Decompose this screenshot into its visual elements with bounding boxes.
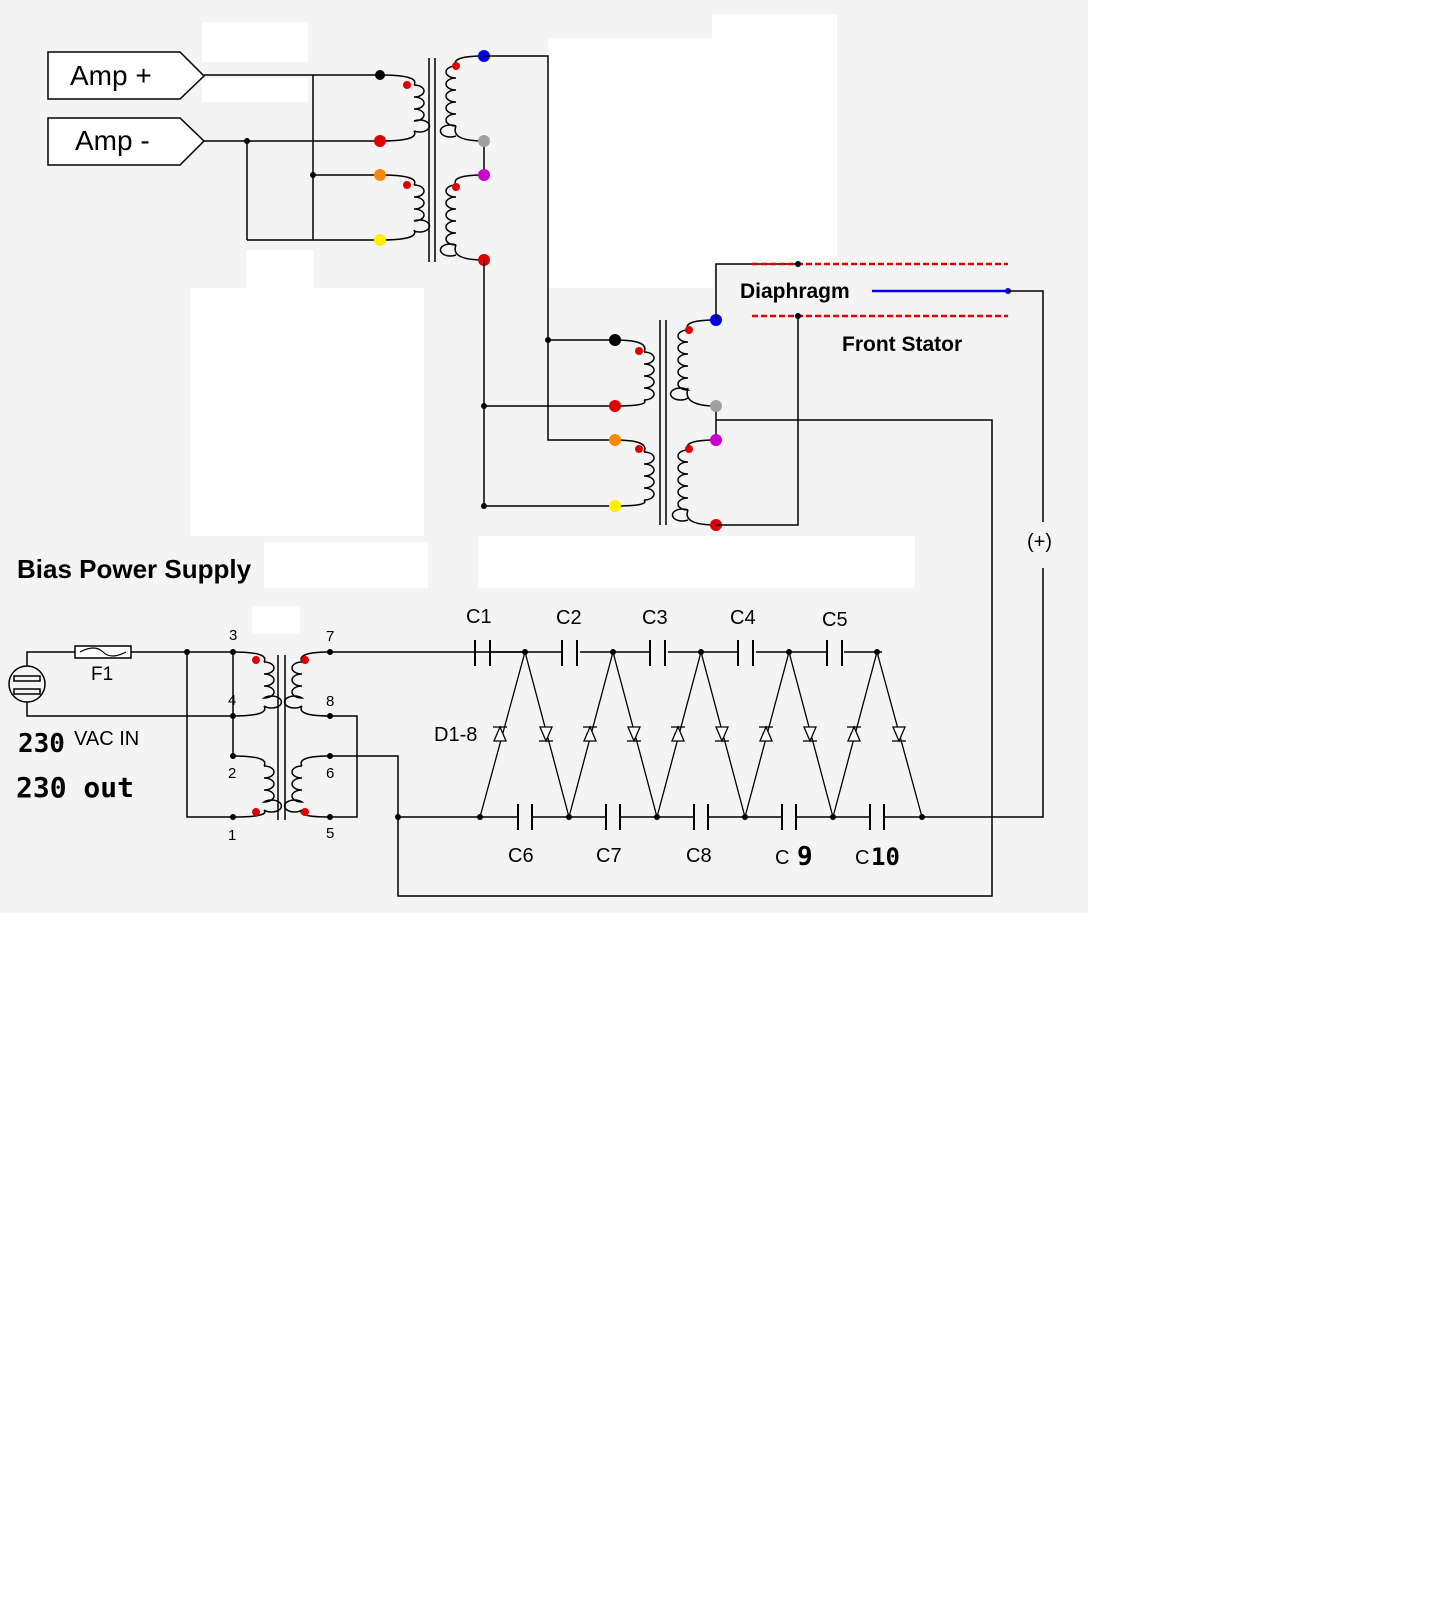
vac-in-handwritten: 230 — [18, 729, 65, 759]
c10-handwritten: 10 — [871, 843, 900, 871]
c7-label: C7 — [596, 845, 622, 867]
c4-label: C4 — [730, 607, 756, 629]
pin-3-label: 3 — [229, 627, 237, 644]
c10-label: C — [855, 847, 869, 869]
t1-terminal-dots — [244, 50, 490, 266]
pin-8-label: 8 — [326, 693, 334, 710]
capacitors-top — [474, 640, 843, 666]
c5-label: C5 — [822, 609, 848, 631]
multiplier-nodes — [477, 649, 925, 820]
t2-core — [659, 320, 667, 525]
bias-transformer-core — [277, 655, 286, 820]
t2-terminal-dots — [481, 314, 722, 531]
pin-5-label: 5 — [326, 825, 334, 842]
diode-symbols — [493, 725, 906, 743]
c9-handwritten: 9 — [797, 842, 813, 872]
pin-6-label: 6 — [326, 765, 334, 782]
c3-label: C3 — [642, 607, 668, 629]
c8-label: C8 — [686, 845, 712, 867]
out-handwritten: 230 out — [16, 771, 134, 804]
c2-label: C2 — [556, 607, 582, 629]
amp-minus-terminal: Amp - — [47, 117, 206, 166]
vac-in-label: VAC IN — [74, 728, 139, 750]
front-stator-line — [752, 313, 1008, 319]
positive-label: (+) — [1027, 531, 1052, 553]
pin-1-label: 1 — [228, 827, 236, 844]
amp-plus-terminal: Amp + — [47, 51, 206, 100]
rear-stator-line — [752, 261, 1008, 267]
diode-label: D1-8 — [434, 724, 477, 746]
bias-transformer-nodes — [184, 649, 401, 820]
amp-minus-label: Amp - — [75, 125, 150, 156]
pin-4-label: 4 — [228, 692, 236, 709]
pin-7-label: 7 — [326, 628, 334, 645]
diaphragm-label: Diaphragm — [740, 280, 850, 303]
front-stator-label: Front Stator — [842, 333, 962, 356]
t2-phase-dots — [635, 326, 693, 453]
mains-wiring — [26, 651, 234, 818]
input-wiring — [204, 74, 380, 241]
capacitors-bottom — [517, 804, 885, 830]
pin-2-label: 2 — [228, 765, 236, 782]
c6-label: C6 — [508, 845, 534, 867]
white-patches — [190, 14, 915, 634]
amp-plus-label: Amp + — [70, 60, 152, 91]
c9-label: C — [775, 847, 789, 869]
fuse-label: F1 — [91, 664, 113, 685]
bias-transformer-primary — [232, 651, 283, 818]
bias-power-supply-title: Bias Power Supply — [17, 554, 252, 584]
t1-core — [428, 58, 436, 262]
diaphragm-line — [872, 288, 1044, 818]
c1-label: C1 — [466, 606, 492, 628]
t1-phase-dots — [403, 62, 460, 191]
bias-transformer-phase-dots — [252, 656, 309, 816]
fuse-f1 — [74, 645, 132, 659]
